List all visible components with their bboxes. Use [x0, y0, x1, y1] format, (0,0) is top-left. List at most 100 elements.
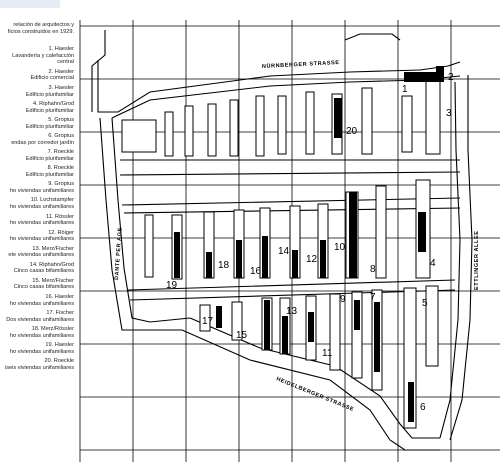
browser-tab-strip — [0, 0, 60, 8]
legend-entry-architect: 11. Rössler — [46, 213, 74, 220]
internal-path-6 — [129, 289, 456, 301]
legend-entry-architect: 19. Haesler — [45, 342, 74, 349]
building-11 — [329, 293, 341, 371]
legend-entry-description: Lavandería y calefacción — [12, 52, 74, 59]
legend-entry-description: Edificio plurifamiliar — [25, 107, 74, 114]
built-row-j — [206, 252, 212, 278]
legend-intro-line-2: ficios construidos en 1929. — [7, 28, 74, 35]
built-17 — [216, 306, 222, 328]
built-18 — [236, 240, 242, 278]
legend-entry-description: Dos viviendas unifamiliares — [6, 316, 74, 323]
street-name-west: DANTE PER AGE — [114, 227, 124, 280]
building-17 — [199, 304, 211, 332]
internal-path-5 — [127, 279, 456, 291]
legend-entry-description: Cinco casas bifamiliares — [13, 284, 74, 291]
building-row-a — [164, 111, 174, 157]
built-building-2 — [404, 72, 442, 82]
legend-entry-description: Edificio comercial — [30, 75, 74, 82]
north-curve — [344, 33, 401, 41]
legend-entry-description: Edificio plurifamiliar — [25, 123, 74, 130]
label-5: 5 — [422, 298, 428, 309]
built-row-i — [174, 232, 180, 278]
label-18: 18 — [218, 260, 230, 271]
label-14: 14 — [278, 246, 290, 257]
building-9 — [351, 291, 363, 379]
legend-entry-description: ete viviendas unifamiliares — [8, 252, 74, 259]
legend-entry-description: ho viviendas unifamiliares — [9, 220, 74, 227]
label-9: 9 — [340, 294, 346, 305]
building-row-e — [255, 95, 265, 157]
legend-entry-description: ho viviendas unifamiliares — [9, 300, 74, 307]
legend-intro-line-1: relación de arquitectos y — [13, 22, 74, 28]
building-row-b — [184, 105, 194, 157]
legend-entry-architect: 16. Haesler — [45, 293, 74, 300]
street-name-south: HEIDELBERGER STRASSE — [275, 376, 354, 413]
legend-entry-architect: 15. Merz/Fischer — [32, 277, 74, 284]
building-19 — [144, 214, 154, 278]
east-street-edge-outer — [449, 75, 473, 441]
legend-entry-architect: 6. Gropius — [48, 133, 74, 140]
built-6 — [408, 382, 414, 422]
legend-entry-description: ho viviendas unifamiliares — [9, 188, 74, 194]
site-plan-diagram: NÜRNBERGER STRASSE DANTE PER AGE HEIDELB… — [79, 20, 500, 462]
legend-entry-description: Cinco casas bifamiliares — [13, 268, 74, 275]
label-13: 13 — [286, 306, 298, 317]
street-name-north: NÜRNBERGER STRASSE — [262, 59, 340, 70]
legend-intro: relación de arquitectos y ficios constru… — [0, 22, 74, 35]
legend-entry-architect: 20. Roeckle — [44, 358, 74, 365]
building-5 — [425, 285, 439, 367]
building-row-f — [277, 95, 287, 155]
building-row-c — [207, 103, 217, 157]
building-row-d — [229, 99, 239, 157]
label-11: 11 — [322, 348, 333, 359]
building-15 — [231, 301, 243, 341]
legend-entry-description: ho viviendas unifamiliares — [9, 348, 74, 355]
street-name-east: ETTLINGER ALLEE — [474, 230, 480, 290]
legend-entry-description: Edificio plurifamiliar — [25, 91, 74, 98]
label-10: 10 — [334, 242, 346, 253]
legend-entry-description: iseis viviendas unifamiliares — [4, 364, 74, 371]
label-12: 12 — [306, 254, 318, 265]
legend-entry-architect: 5. Gropius — [48, 117, 74, 124]
building-row-g — [305, 91, 315, 155]
northwest-path — [91, 30, 106, 112]
legend-entry-description: Edificio plurifamiliar — [25, 155, 74, 162]
east-street-edge-inner — [439, 81, 461, 439]
legend-entry-architect: 17. Fischer — [46, 310, 74, 317]
legend-entry-description: Edificio plurifamiliar — [25, 171, 74, 178]
label-4: 4 — [430, 258, 436, 269]
building-19-north — [121, 119, 157, 153]
legend-entry-description: ho viviendas unifamiliares — [9, 204, 74, 211]
legend-entry-architect: 4. Riphahn/Grod — [32, 101, 74, 108]
built-10 — [349, 192, 357, 278]
label-6: 6 — [420, 402, 426, 413]
built-building-2-tower — [436, 66, 444, 82]
legend-entry-architect: 8. Roeckle — [47, 165, 74, 172]
label-15: 15 — [236, 330, 248, 341]
built-14 — [292, 250, 298, 278]
built-row-k — [264, 300, 270, 350]
built-building-20 — [334, 98, 342, 138]
internal-path-2 — [119, 171, 461, 176]
legend-entry-architect: 2. Haesler — [48, 68, 75, 75]
legend-entry-description: endas por corredor jardín — [11, 139, 74, 146]
label-20: 20 — [346, 126, 358, 137]
building-1 — [401, 95, 413, 153]
internal-path-3 — [121, 197, 461, 206]
building-labels: 1 2 3 4 5 6 7 8 9 10 11 12 13 14 15 16 1… — [166, 72, 454, 413]
built-12 — [320, 240, 326, 278]
legend-entry-architect: 1. Haesler — [48, 46, 75, 53]
